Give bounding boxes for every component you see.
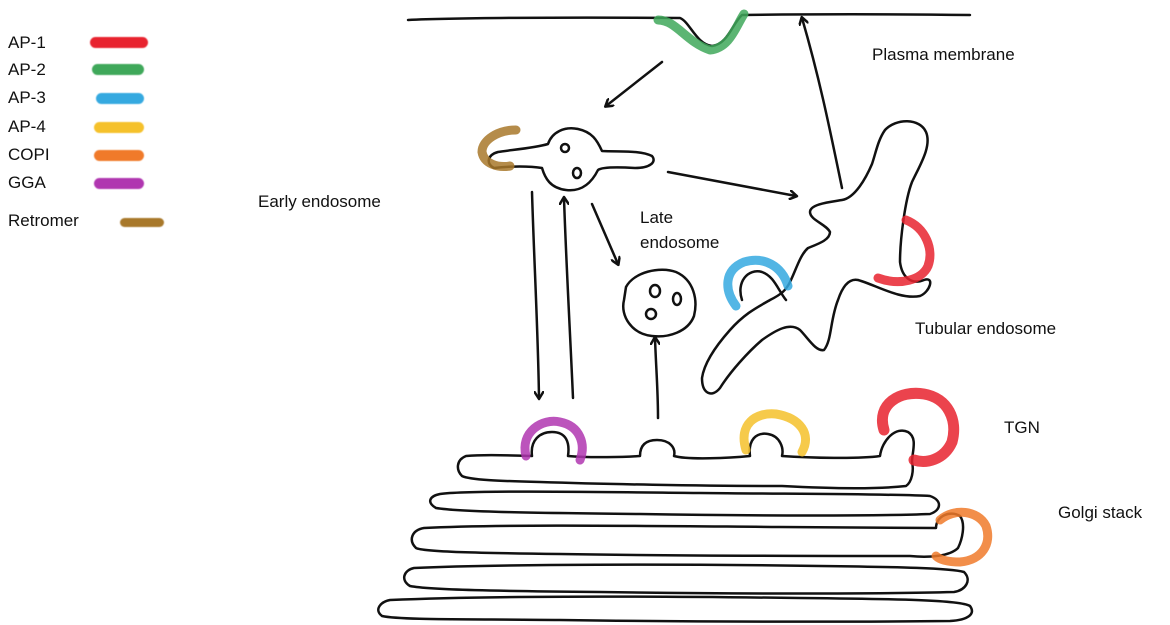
- late-endosome-label-line1: Late: [640, 207, 673, 229]
- tgn-label: TGN: [1004, 417, 1040, 439]
- late-endosome-label-line2: endosome: [640, 232, 719, 254]
- arrow-tgn-to-late: [655, 338, 658, 418]
- early-endosome: [489, 128, 654, 190]
- late-endosome-vesicle: [650, 285, 660, 297]
- golgi-stack-label: Golgi stack: [1058, 502, 1142, 524]
- ap1-coat-tgn: [882, 393, 953, 461]
- golgi-cisterna: [378, 597, 972, 622]
- ap4-coat: [744, 414, 805, 452]
- arrow-early-to-tubular: [668, 172, 796, 196]
- arrow-tgn-to-early: [564, 198, 573, 398]
- arrow-pm-to-early: [606, 62, 662, 106]
- ap3-coat: [728, 260, 788, 306]
- golgi-cisterna: [412, 514, 963, 557]
- retromer-coat: [482, 130, 516, 166]
- ap2-coat: [658, 14, 744, 50]
- arrow-early-to-tgn: [532, 192, 539, 398]
- tubular-endosome: [702, 121, 930, 393]
- late-endosome: [623, 270, 695, 337]
- late-endosome-vesicle: [646, 309, 656, 319]
- early-endosome-vesicle: [561, 144, 569, 152]
- arrow-early-to-late: [592, 204, 618, 264]
- late-endosome-vesicle: [673, 293, 681, 305]
- early-endosome-vesicle: [573, 168, 581, 178]
- golgi-cisterna: [404, 565, 967, 594]
- tubular-endosome-label: Tubular endosome: [915, 318, 1056, 340]
- plasma-membrane-label: Plasma membrane: [872, 44, 1015, 66]
- golgi-cisterna: [430, 492, 939, 516]
- arrow-tubular-to-pm: [802, 18, 842, 188]
- early-endosome-label: Early endosome: [258, 191, 381, 213]
